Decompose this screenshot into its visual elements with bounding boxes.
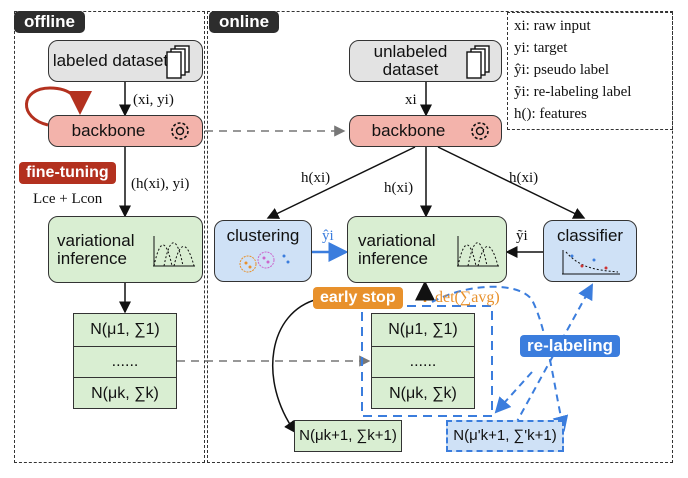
online-vi-box: variational inference <box>347 216 507 283</box>
relabeling-badge: re-labeling <box>520 335 620 357</box>
offline-vi-box: variational inference <box>48 216 203 283</box>
relabel-up-arrow <box>514 283 593 426</box>
gear-icon <box>471 122 489 140</box>
gaussian-row: N(μk, ∑k) <box>91 385 159 402</box>
legend-item: h(): features <box>514 106 587 122</box>
new-gaussian-box: N(μk+1, ∑k+1) <box>294 420 402 452</box>
online-gaussian-table: N(μ1, ∑1) ...... N(μk, ∑k) <box>371 313 475 409</box>
clustering-box: clustering <box>214 220 312 282</box>
legend-item: ỹi: re-labeling label <box>514 84 632 100</box>
online-backbone-label: backbone <box>371 121 446 140</box>
online-vi-label: variational inference <box>358 230 436 268</box>
legend-item: ŷi: pseudo label <box>514 62 609 78</box>
offline-tag: offline <box>14 11 85 33</box>
fine-tuning-badge: fine-tuning <box>19 162 116 184</box>
legend: xi: raw input yi: target ŷi: pseudo labe… <box>507 12 673 130</box>
new-cluster-arrow <box>272 298 319 434</box>
edge-label-h-right: h(xi) <box>509 170 539 186</box>
online-backbone-box: backbone <box>349 115 502 147</box>
offline-backbone-label: backbone <box>71 121 146 140</box>
gaussian-curves-icon <box>457 236 499 267</box>
online-region <box>207 11 673 463</box>
document-stack-icon <box>466 45 490 79</box>
gaussian-row: ...... <box>372 346 474 378</box>
cluster-scatter-icon <box>239 251 290 273</box>
classifier-box: classifier <box>543 220 637 282</box>
edge-label-xy: (xi, yi) <box>133 92 174 108</box>
relabel-loop-arrow <box>431 285 569 432</box>
legend-item: yi: target <box>514 40 568 56</box>
offline-region <box>14 11 205 463</box>
edge-label-h-mid: h(xi) <box>384 180 414 196</box>
gaussian-row: ...... <box>74 346 176 378</box>
edge-label-h-left: h(xi) <box>301 170 331 186</box>
self-loop-arrow <box>25 86 92 127</box>
classifier-label: classifier <box>556 226 624 245</box>
classifier-scatter-icon <box>562 250 620 275</box>
arrow <box>437 146 586 219</box>
edge-label-hxy: (h(xi), yi) <box>131 176 190 192</box>
online-tag: online <box>209 11 280 33</box>
unlabeled-dataset-label: unlabeled dataset <box>373 42 448 79</box>
legend-item: xi: raw input <box>514 18 591 34</box>
labeled-dataset-label: labeled dataset <box>52 51 169 70</box>
gaussian-curves-icon <box>153 236 195 267</box>
gaussian-row: N(μ1, ∑1) <box>388 321 458 338</box>
gaussian-group-outline <box>361 305 493 417</box>
document-stack-icon <box>166 45 190 79</box>
edge-label-x: xi <box>405 92 417 108</box>
relabel-down-arrow <box>494 371 533 414</box>
relabel-label: ỹi <box>516 228 528 244</box>
offline-gaussian-table: N(μ1, ∑1) ...... N(μk, ∑k) <box>73 313 177 409</box>
det-label: det(∑avg) <box>435 289 500 306</box>
gear-icon <box>171 122 189 140</box>
gaussian-row: N(μ1, ∑1) <box>90 321 160 338</box>
clustering-label: clustering <box>226 226 300 245</box>
arrow <box>266 146 416 219</box>
loss-label: Lce + Lcon <box>33 191 103 207</box>
gaussian-row: N(μk, ∑k) <box>389 385 457 402</box>
relabeled-gaussian-label: N(μ'k+1, ∑'k+1) <box>453 427 557 444</box>
new-gaussian-label: N(μk+1, ∑k+1) <box>299 427 397 444</box>
pseudo-label: ŷi <box>322 228 334 244</box>
offline-vi-label: variational inference <box>57 230 135 268</box>
relabeled-gaussian-box: N(μ'k+1, ∑'k+1) <box>446 420 564 452</box>
early-stop-badge: early stop <box>313 287 403 309</box>
